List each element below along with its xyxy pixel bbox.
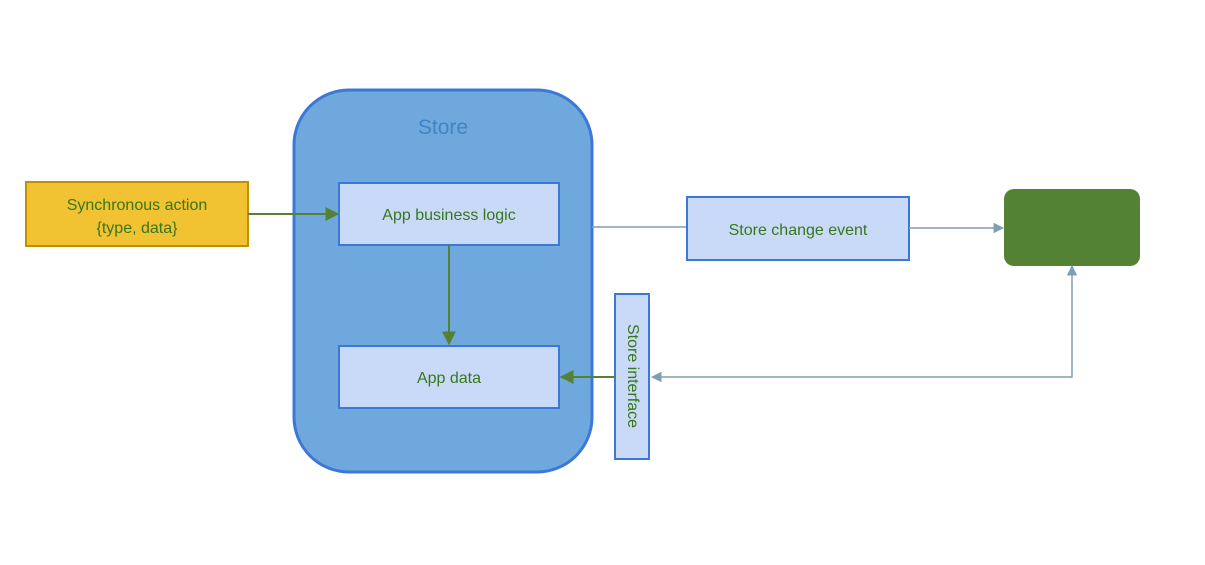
app-data-box (338, 345, 560, 409)
store-interface-label: Store interface (624, 324, 641, 428)
synchronous-action-payload: {type, data} (97, 220, 179, 237)
app-business-logic-label: App business logic (382, 207, 515, 224)
synchronous-action-label: Synchronous action (67, 197, 208, 214)
store-change-event-label: Store change event (729, 222, 868, 239)
store-title: Store (418, 116, 468, 139)
app-business-logic-box (338, 182, 560, 246)
view-box (1004, 189, 1140, 266)
store-change-event-box (686, 196, 910, 261)
store-container (292, 88, 594, 474)
app-data-label: App data (417, 370, 481, 387)
synchronous-action-box (25, 181, 249, 247)
view-to-interface-arrow (650, 264, 1078, 383)
